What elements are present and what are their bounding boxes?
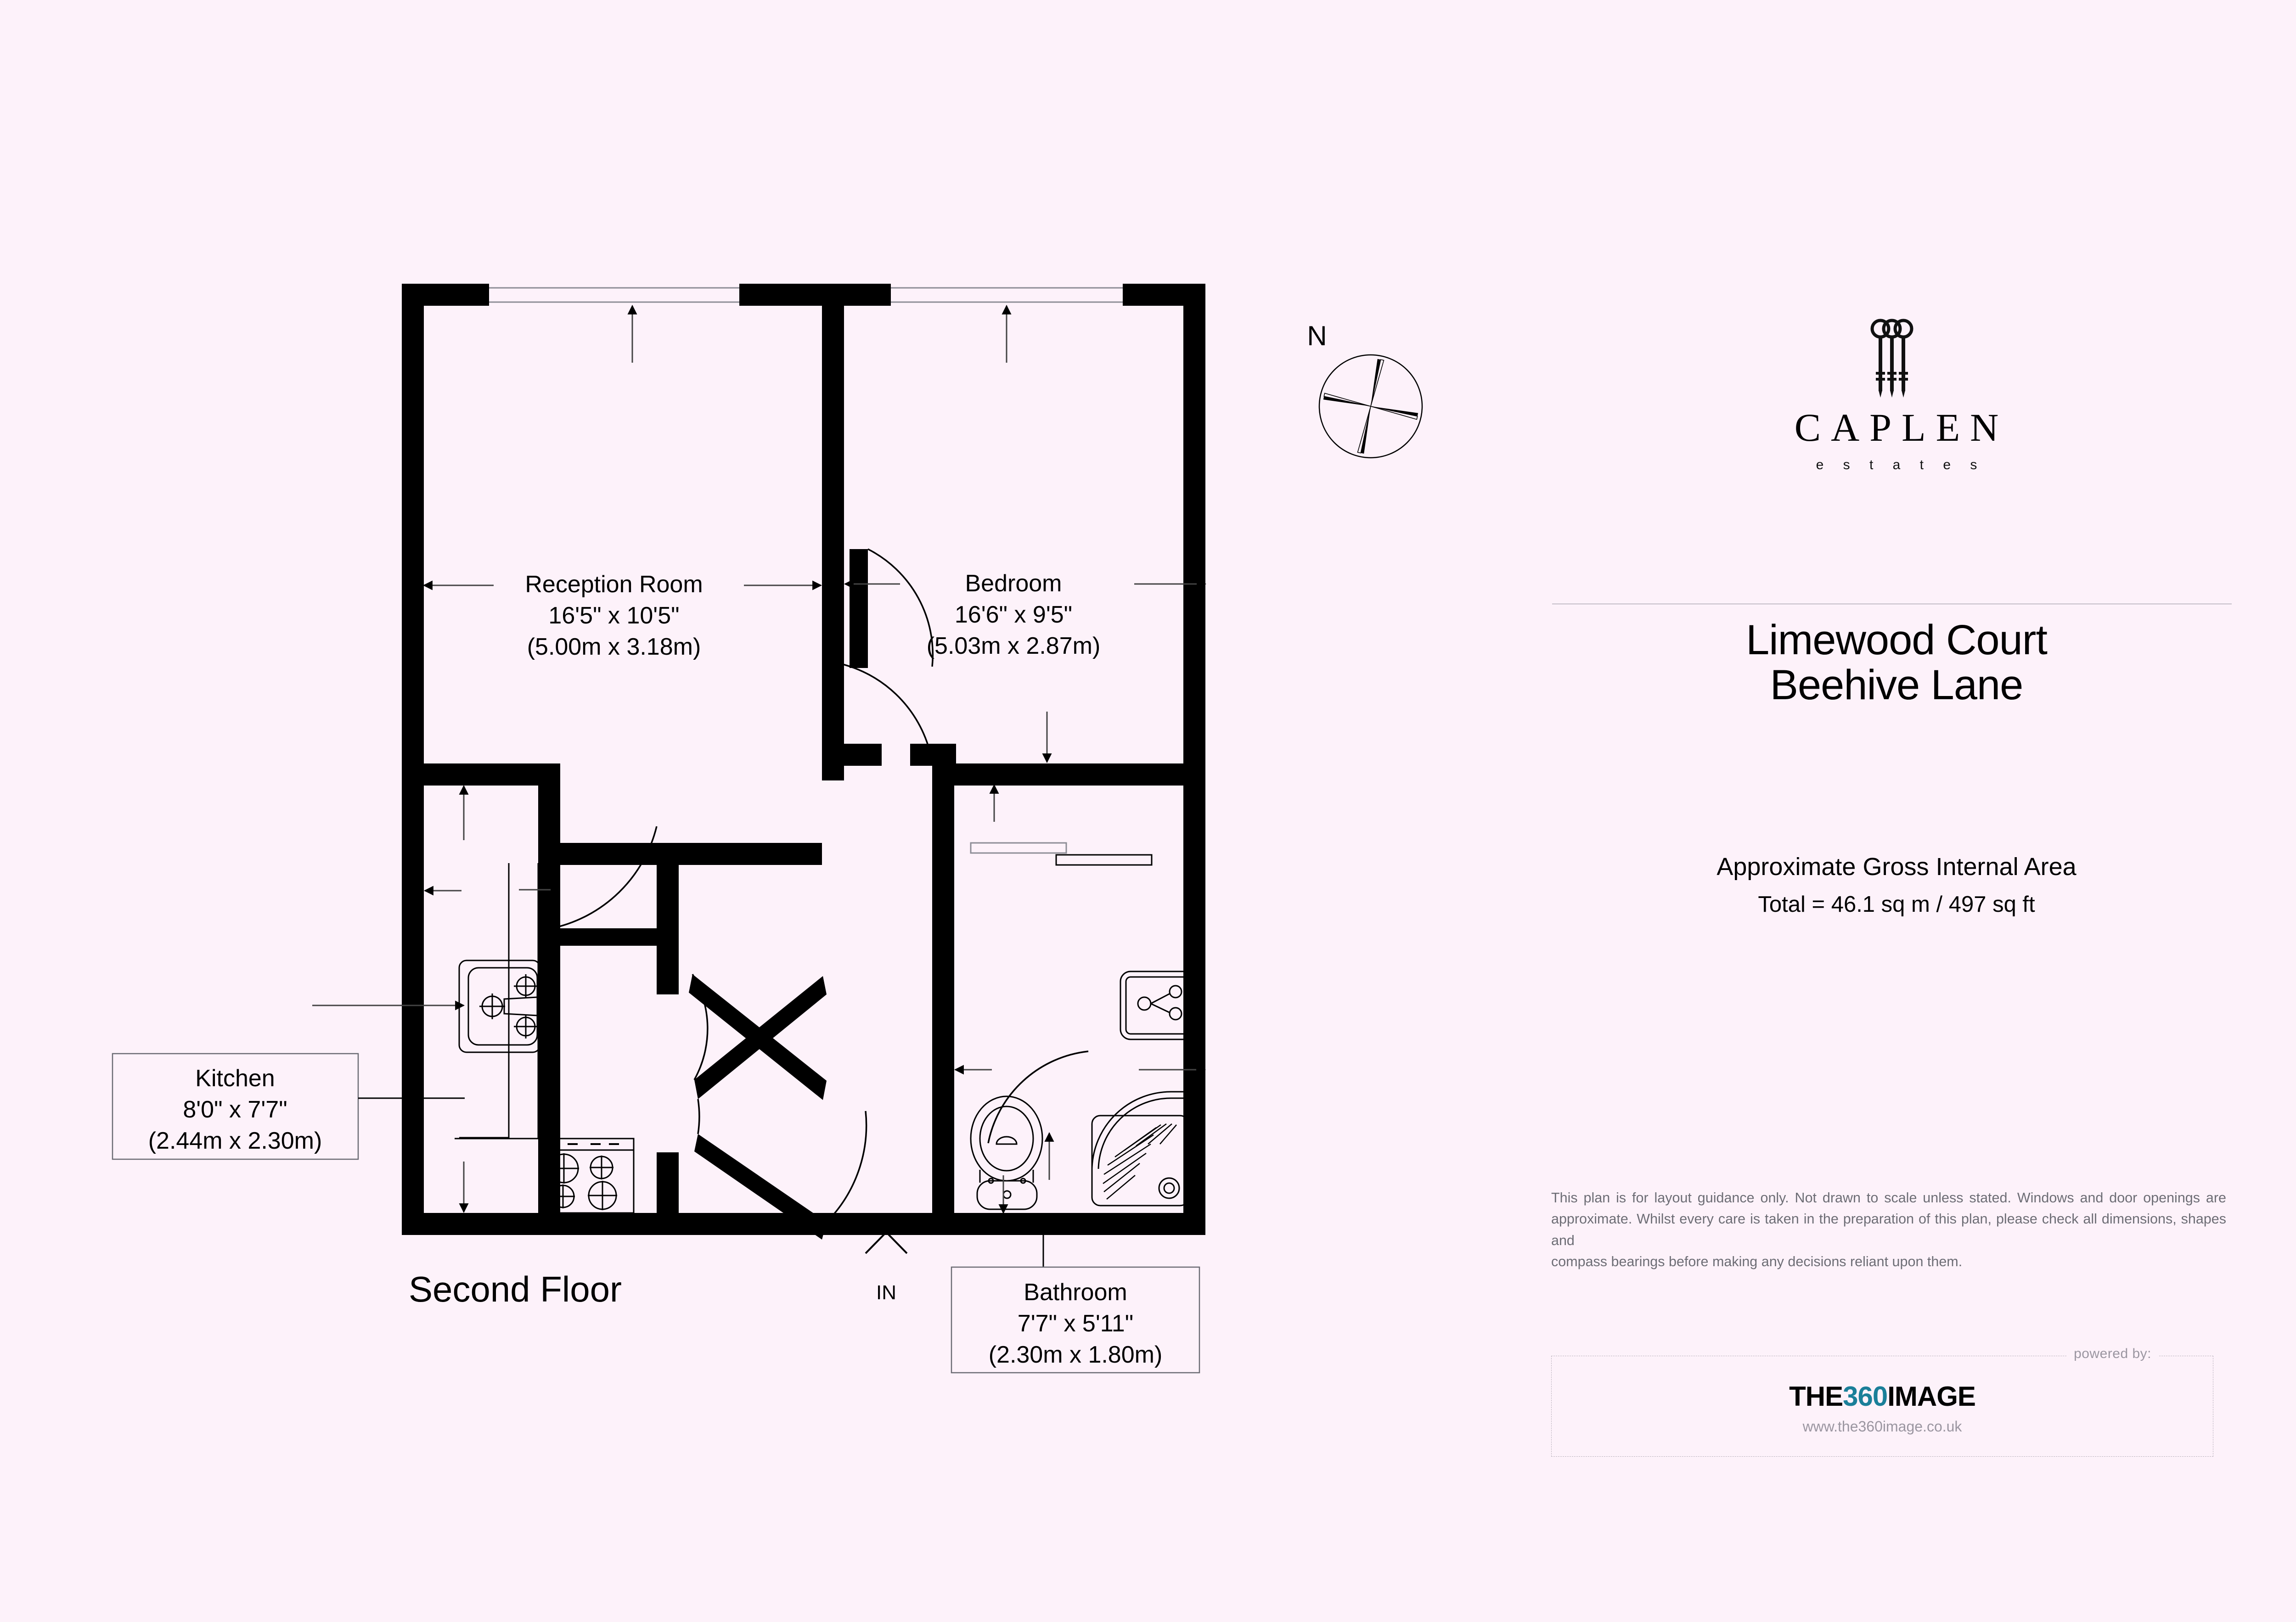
door-swing-arcs <box>551 548 1089 1223</box>
logo-image: IMAGE <box>1887 1381 1976 1412</box>
logo-the: THE <box>1789 1381 1843 1412</box>
three-keys-icon <box>1870 319 1913 398</box>
the360image-logo: THE360IMAGE <box>1552 1383 2213 1410</box>
disclaimer-line-4: compass bearings before making any decis… <box>1551 1254 1963 1270</box>
the360image-url: www.the360image.co.uk <box>1802 1418 1962 1435</box>
disclaimer-text: This plan is for layout guidance only. N… <box>1551 1187 2226 1272</box>
brand-name: CAPLEN <box>1794 405 2009 449</box>
property-line-1: Limewood Court <box>1746 617 2048 663</box>
windows <box>489 287 1123 303</box>
powered-by-box: powered by: THE360IMAGE www.the360image.… <box>1551 1346 2213 1457</box>
info-panel: CAPLEN e s t a t e s Limewood Court Beeh… <box>1529 0 2264 1622</box>
property-line-2: Beehive Lane <box>1770 662 2024 709</box>
disclaimer-line-3: in the preparation of this plan, please … <box>1551 1211 2226 1248</box>
bathroom-fixtures <box>970 971 1205 1210</box>
bathroom-dim-imperial: 7'7" x 5'11" <box>1018 1310 1133 1337</box>
powered-by-label: powered by: <box>2066 1346 2159 1362</box>
sliding-doors <box>970 842 1153 866</box>
compass-rose: N <box>1307 320 1423 459</box>
property-title: Limewood Court Beehive Lane <box>1529 617 2264 708</box>
walls <box>402 284 1205 1240</box>
entrance-label: IN <box>876 1281 896 1304</box>
reception-name: Reception Room <box>525 571 703 598</box>
entrance-marker: IN <box>865 1231 908 1304</box>
dimension-arrows <box>312 304 1207 1214</box>
disclaimer-line-2: Windows and door openings are approximat… <box>1551 1190 2226 1227</box>
room-label-kitchen: Kitchen 8'0" x 7'7" (2.44m x 2.30m) <box>112 1053 465 1160</box>
logo-360: 360 <box>1843 1381 1888 1412</box>
floor-title: Second Floor <box>409 1269 622 1309</box>
brand-logo: CAPLEN e s t a t e s <box>1529 317 2264 473</box>
reception-dim-imperial: 16'5" x 10'5" <box>548 602 679 629</box>
room-label-reception: Reception Room 16'5" x 10'5" (5.00m x 3.… <box>525 571 703 660</box>
kitchen-fixtures <box>455 863 635 1214</box>
kitchen-dim-metric: (2.44m x 2.30m) <box>148 1128 322 1154</box>
bedroom-name: Bedroom <box>965 570 1062 597</box>
kitchen-name: Kitchen <box>195 1065 275 1092</box>
area-total: Total = 46.1 sq m / 497 sq ft <box>1758 892 2035 917</box>
room-label-bathroom: Bathroom 7'7" x 5'11" (2.30m x 1.80m) <box>951 1235 1200 1374</box>
bathroom-name: Bathroom <box>1024 1279 1127 1306</box>
kitchen-dim-imperial: 8'0" x 7'7" <box>183 1096 287 1123</box>
disclaimer-line-1: This plan is for layout guidance only. N… <box>1551 1190 2011 1206</box>
reception-dim-metric: (5.00m x 3.18m) <box>527 634 701 660</box>
bathroom-dim-metric: (2.30m x 1.80m) <box>989 1341 1163 1368</box>
room-label-bedroom: Bedroom 16'6" x 9'5" (5.03m x 2.87m) <box>927 570 1101 659</box>
compass-north-label: N <box>1307 320 1327 351</box>
bedroom-dim-imperial: 16'6" x 9'5" <box>955 601 1072 628</box>
bedroom-dim-metric: (5.03m x 2.87m) <box>927 633 1101 659</box>
floor-plan-drawing: Reception Room 16'5" x 10'5" (5.00m x 3.… <box>112 284 1423 1374</box>
brand-subtitle: e s t a t e s <box>1816 457 1985 472</box>
area-heading: Approximate Gross Internal Area <box>1716 853 2077 881</box>
area-summary: Approximate Gross Internal Area Total = … <box>1529 852 2264 919</box>
